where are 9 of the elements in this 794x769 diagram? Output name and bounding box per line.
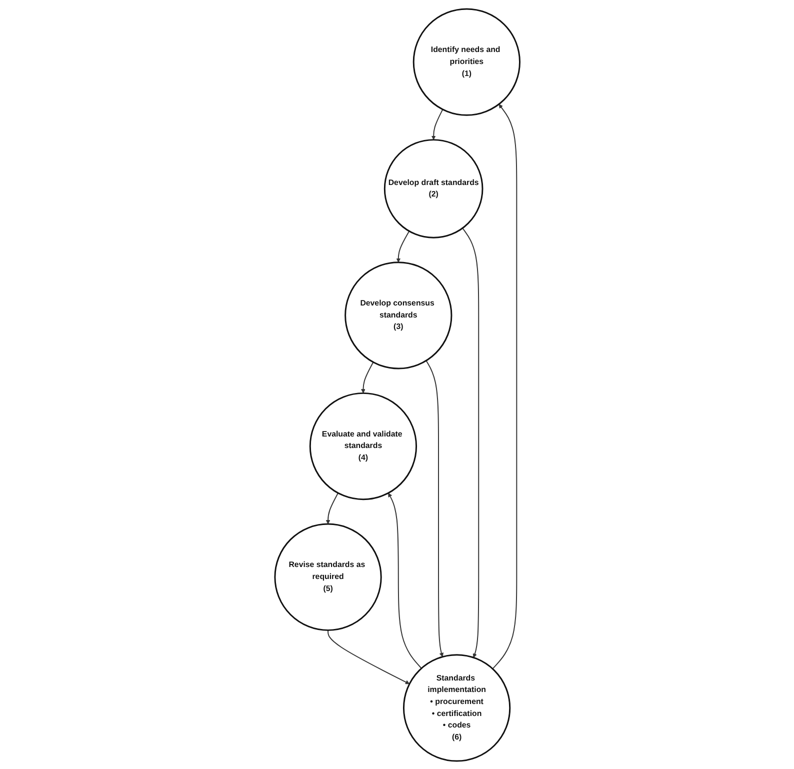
arrow xyxy=(492,104,517,669)
arrow xyxy=(431,108,443,140)
arrow xyxy=(388,492,422,668)
arrow xyxy=(425,360,444,657)
arrow xyxy=(462,227,479,658)
arrow xyxy=(326,492,338,524)
arrow xyxy=(327,629,410,684)
arrow xyxy=(396,230,410,262)
arrow xyxy=(360,361,374,393)
